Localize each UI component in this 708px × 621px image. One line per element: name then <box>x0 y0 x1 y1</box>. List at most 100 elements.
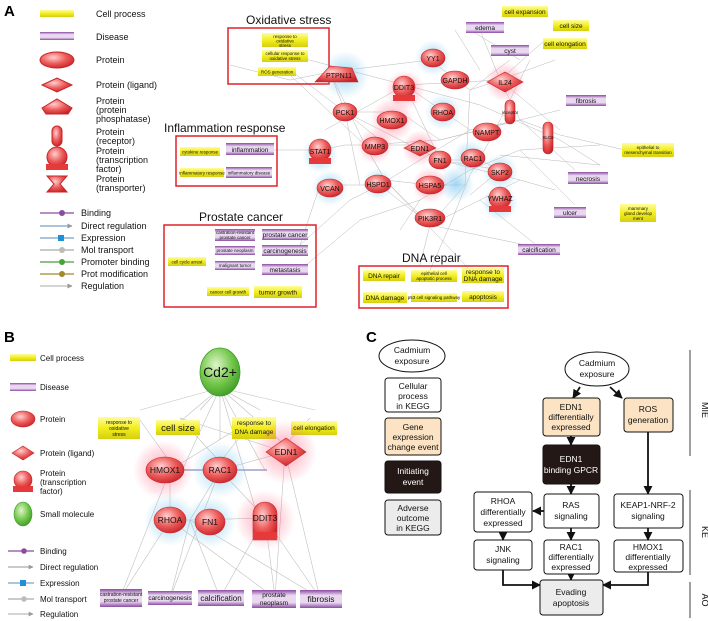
legend-transporter-1: Protein <box>96 174 125 184</box>
flow-rac1-l3: expressed <box>551 562 590 572</box>
legend-receptor-swatch <box>51 125 63 147</box>
legend-disease: Disease <box>96 32 129 42</box>
protein-stat1: STAT1 <box>310 149 331 156</box>
box-pc2: prostate cancer <box>263 232 309 239</box>
legend-cell-process: Cell process <box>96 9 146 19</box>
legend-receptor-1: Protein <box>96 127 125 137</box>
protein-pik3r1: PIK3R1 <box>418 216 442 223</box>
legend-b-disease: Disease <box>40 383 69 392</box>
legend-binding-swatch <box>59 210 65 216</box>
box-ulcer: ulcer <box>563 210 578 217</box>
legend-b-binding: Binding <box>40 547 67 556</box>
flow-evading-l1: Evading <box>556 587 587 597</box>
legend-receptor-2: (receptor) <box>96 136 135 146</box>
legend-b-cell-process: Cell process <box>40 354 84 363</box>
protein-edn1: EDN1 <box>411 146 430 153</box>
flow-c-arrows <box>498 386 653 590</box>
legend-b-expression: Expression <box>40 579 80 588</box>
legend-phosphatase-3: phosphatase) <box>96 114 151 124</box>
flow-hmox1-l1: HMOX1 <box>633 542 664 552</box>
flow-edn1-expr-l3: expressed <box>551 422 590 432</box>
legend-b-direct-regulation: Direct regulation <box>40 563 98 572</box>
legend-c-cellular-l2: process <box>398 391 428 401</box>
legend-c-gene-l1: Gene <box>403 422 424 432</box>
protein-fn1: FN1 <box>433 158 446 165</box>
flow-edn1-expr-l2: differentially <box>548 412 594 422</box>
legend-c-cadmium-l1: Cadmium <box>394 345 430 355</box>
flow-edn1-expr-l1: EDN1 <box>560 402 583 412</box>
box-mammary-l2: gland develop <box>624 211 653 216</box>
box-pc3: prostate neoplasm <box>216 248 253 253</box>
node-b-resp-ox-l1: response to <box>106 420 132 426</box>
legend-c-adverse-l2: outcome <box>397 513 430 523</box>
node-b-edn1: EDN1 <box>275 447 298 457</box>
box-calcification: calcification <box>522 247 556 254</box>
group-prostate-box <box>163 224 317 308</box>
flow-c-nodes: Cadmium exposure EDN1 differentially exp… <box>473 351 684 616</box>
side-labels: MIE KE AO <box>689 350 708 618</box>
side-label-ao: AO <box>700 593 708 606</box>
legend-b-regulation: Regulation <box>40 610 78 619</box>
panel-c-label: C <box>366 329 377 346</box>
legend-c-cadmium-l2: exposure <box>395 356 430 366</box>
box-ox1-l2: oxidative <box>276 39 294 44</box>
protein-ptpn11: PTPN11 <box>326 73 352 80</box>
flow-ras-l1: RAS <box>562 500 580 510</box>
box-ox2 <box>262 50 308 62</box>
protein-receptor: receptor <box>502 110 519 115</box>
legend-tf-2: (transcription <box>96 155 148 165</box>
box-cell-cycle-arrest: cell cycle arrest <box>171 260 203 265</box>
protein-hspa5: HSPA5 <box>419 183 442 190</box>
node-b-calcification: calcification <box>200 594 241 603</box>
protein-hspd1: HSPD1 <box>366 182 389 189</box>
flow-rac1-l2: differentially <box>548 552 594 562</box>
legend-c: Cadmium exposure Cellular process in KEG… <box>378 339 446 536</box>
node-b-fn1: FN1 <box>202 517 218 527</box>
flow-ras-l2: signaling <box>554 511 588 521</box>
group-inflammation-title: Inflammation response <box>164 121 286 135</box>
proteins-a: PTPN11 YY1 GAPDH IL24 DDIT3 PCK1 RHOA HM… <box>302 40 554 228</box>
side-label-ke: KE <box>700 526 708 538</box>
box-dna-damage: DNA damage <box>366 295 405 302</box>
box-cell-expansion: cell expansion <box>504 9 546 16</box>
node-b-cd2: Cd2+ <box>203 364 237 380</box>
box-ox1-l1: response to <box>273 34 297 39</box>
flow-keap1-l1: KEAP1-NRF-2 <box>620 500 676 510</box>
legend-b-protein: Protein <box>40 415 65 424</box>
legend-promoter-binding: Promoter binding <box>81 257 150 267</box>
legend-cell-process-swatch <box>40 10 74 17</box>
node-b-cell-elong: cell elongation <box>293 425 335 432</box>
box-cyst: cyst <box>504 48 516 55</box>
legend-b-tf-1: Protein <box>40 469 65 478</box>
legend-prot-modification-swatch <box>59 271 65 277</box>
legend-b-mol-transport: Mol transport <box>40 595 87 604</box>
box-ox1 <box>262 33 308 47</box>
legend-b-tf-3: factor) <box>40 487 63 496</box>
node-b-rac1: RAC1 <box>209 465 232 475</box>
flow-cadmium-l2: exposure <box>580 369 615 379</box>
legend-protein: Protein <box>96 55 125 65</box>
panel-b-label: B <box>4 329 15 346</box>
flow-jnk-l2: signaling <box>486 555 520 565</box>
group-dna-title: DNA repair <box>402 251 461 265</box>
flow-rhoa-l2: differentially <box>480 507 526 517</box>
legend-regulation: Regulation <box>81 281 124 291</box>
legend-c-adverse-l1: Adverse <box>397 503 428 513</box>
legend-c-cellular-l3: in KEGG <box>396 401 430 411</box>
free-boxes-a: cell expansion cell size edema cell elon… <box>466 6 674 255</box>
group-oxidative-box <box>227 27 330 85</box>
protein-il24: IL24 <box>498 80 512 87</box>
group-dna-box <box>358 265 509 309</box>
legend-tf-1: Protein <box>96 146 125 156</box>
group-prostate-title: Prostate cancer <box>199 210 283 224</box>
protein-yy1: YY1 <box>426 56 439 63</box>
nodes-b: Cd2+ response to oxidative stress cell s… <box>98 347 342 608</box>
protein-ywhaz: YWHAZ <box>487 196 513 203</box>
box-pc4: carcinogenesis <box>263 248 307 255</box>
node-b-hmox1: HMOX1 <box>150 465 181 475</box>
legend-c-cellular-l1: Cellular <box>399 381 428 391</box>
box-fibrosis: fibrosis <box>576 98 597 105</box>
box-pc1-l1: castration-resistant <box>216 230 255 235</box>
protein-mmp3: MMP3 <box>365 144 385 151</box>
